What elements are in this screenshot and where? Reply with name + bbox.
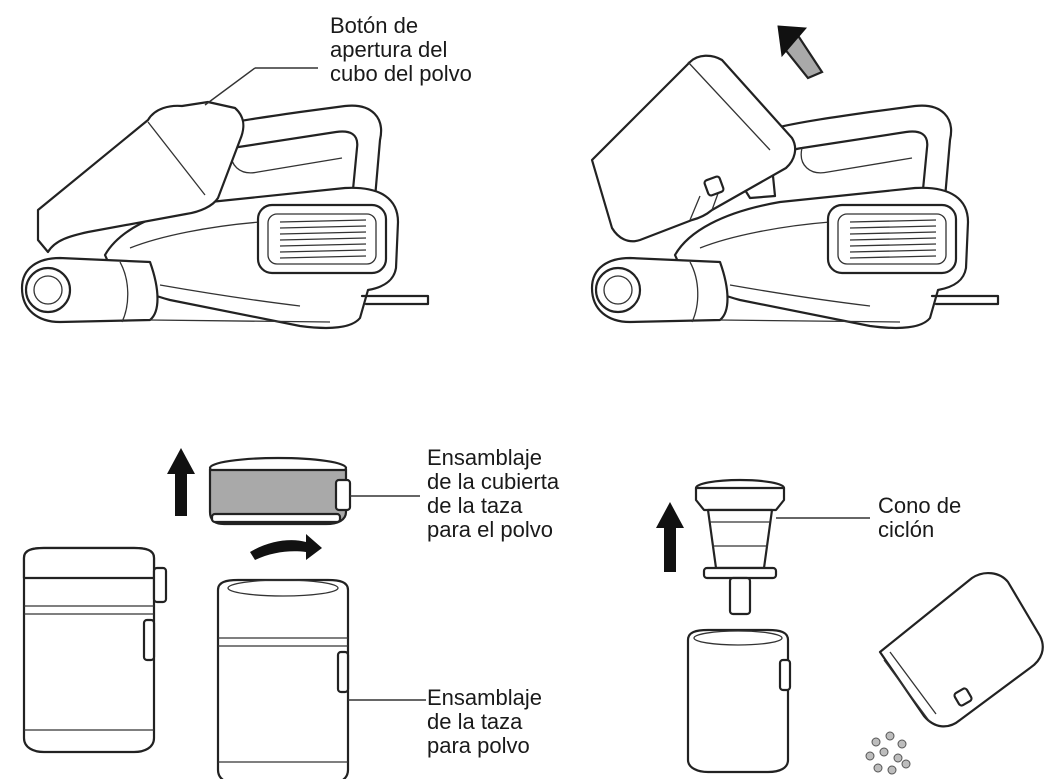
label-open-button-line-1: Botón de xyxy=(330,13,419,38)
dust-cup-assembly xyxy=(216,578,426,779)
label-cup-assembly-line-3: para polvo xyxy=(427,733,530,758)
label-cup-cover-line-3: de la taza xyxy=(427,493,523,518)
label-cup-cover: Ensamblaje de la cubierta de la taza par… xyxy=(427,446,559,542)
label-cup-assembly-line-2: de la taza xyxy=(427,709,523,734)
label-open-button-line-3: cubo del polvo xyxy=(330,61,472,86)
dust-cup-full xyxy=(22,546,168,754)
arrow-up-icon xyxy=(656,502,684,572)
label-cyclone-line-2: ciclón xyxy=(878,517,935,542)
dust-cup-lifted xyxy=(590,54,797,243)
label-cup-assembly-line-1: Ensamblaje xyxy=(427,685,542,710)
vacuum-assembled xyxy=(20,67,430,330)
label-open-button-line-2: apertura del xyxy=(330,37,448,62)
label-cup-cover-line-2: de la cubierta xyxy=(427,469,560,494)
label-cup-cover-line-4: para el polvo xyxy=(427,517,553,542)
rotate-arrow-icon xyxy=(250,534,322,560)
label-open-button: Botón de apertura del cubo del polvo xyxy=(330,14,472,86)
cyclone-cone xyxy=(694,478,870,616)
arrow-up-icon-head xyxy=(777,25,808,58)
label-cyclone: Cono de ciclón xyxy=(878,494,961,542)
open-button-leader xyxy=(204,67,256,106)
dust-particles-icon xyxy=(865,731,911,775)
arrow-up-icon xyxy=(167,448,195,516)
dust-cup-open xyxy=(686,628,792,774)
label-cup-cover-line-1: Ensamblaje xyxy=(427,445,542,470)
label-cup-assembly: Ensamblaje de la taza para polvo xyxy=(427,686,542,758)
dust-cup-emptying xyxy=(878,572,1044,728)
dust-cup xyxy=(36,100,245,254)
label-cyclone-line-1: Cono de xyxy=(878,493,962,518)
cup-cover xyxy=(208,456,420,526)
